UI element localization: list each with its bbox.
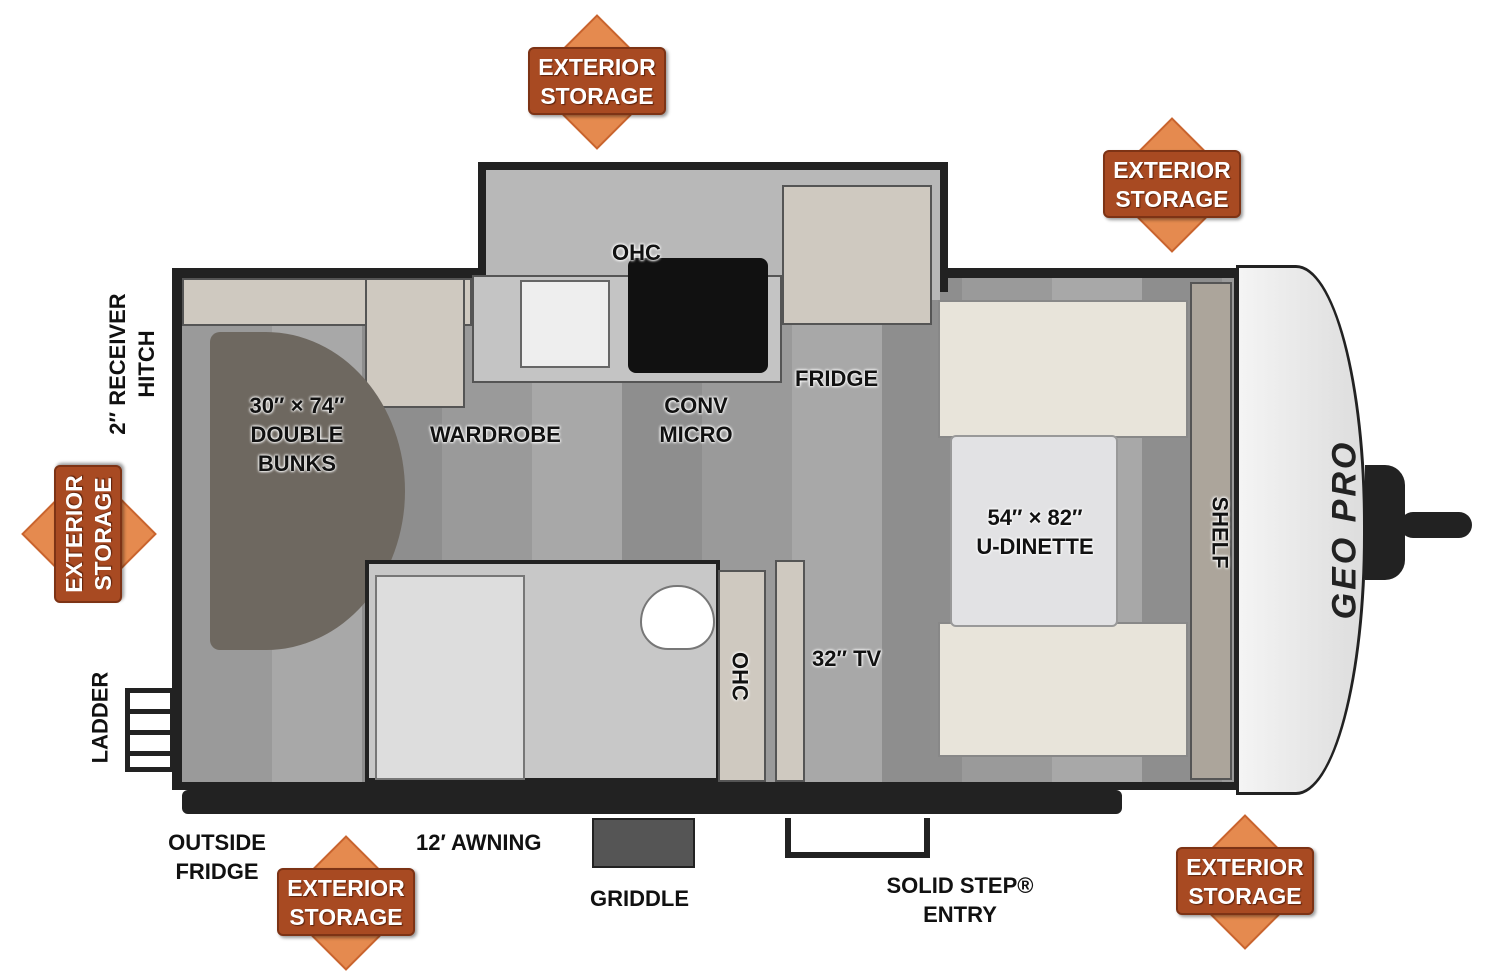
badge-line2: STORAGE bbox=[90, 477, 116, 591]
badge-line1: EXTERIOR bbox=[1186, 854, 1304, 880]
dinette-seat-bottom bbox=[938, 622, 1188, 757]
entry-label: SOLID STEP®ENTRY bbox=[886, 873, 1034, 927]
ohc-kitchen-label: OHC bbox=[612, 240, 661, 265]
badge-line2: STORAGE bbox=[1188, 883, 1302, 909]
badge-line2: STORAGE bbox=[1115, 186, 1229, 212]
shower bbox=[375, 575, 525, 780]
ladder-label: LADDER bbox=[87, 671, 113, 764]
tv-cabinet bbox=[775, 560, 805, 782]
bath-ohc-cabinet bbox=[718, 570, 766, 782]
shelf bbox=[1190, 282, 1232, 780]
front-cap bbox=[1236, 265, 1366, 795]
griddle-label: GRIDDLE bbox=[590, 886, 689, 911]
geo-pro-logo: GEO PRO bbox=[1325, 439, 1364, 620]
wardrobe-cabinet bbox=[365, 278, 465, 408]
fridge-cabinet bbox=[782, 185, 932, 325]
dinette-label: 54″ × 82″U-DINETTE bbox=[976, 505, 1094, 559]
awning-label: 12′ AWNING bbox=[416, 830, 542, 855]
dinette-table bbox=[950, 435, 1118, 627]
awning[interactable] bbox=[182, 790, 1122, 814]
badge-line1: EXTERIOR bbox=[287, 875, 405, 901]
badge-line1: EXTERIOR bbox=[61, 475, 87, 593]
tv-label: 32″ TV bbox=[812, 646, 882, 671]
hitch-jack bbox=[1400, 512, 1472, 538]
sink-icon bbox=[520, 280, 610, 368]
stove-icon bbox=[628, 258, 768, 373]
badge-line2: STORAGE bbox=[289, 904, 403, 930]
hitch bbox=[1365, 465, 1405, 580]
badge-line2: STORAGE bbox=[540, 83, 654, 109]
fridge-label: FRIDGE bbox=[795, 366, 879, 391]
toilet-icon bbox=[640, 585, 715, 650]
wardrobe-label: WARDROBE bbox=[430, 422, 561, 447]
exterior-storage-badge: EXTERIOR STORAGE bbox=[1103, 117, 1241, 253]
badge-line1: EXTERIOR bbox=[538, 54, 656, 80]
ladder bbox=[125, 688, 175, 772]
badge-line1: EXTERIOR bbox=[1113, 157, 1231, 183]
dinette-seat-top bbox=[938, 300, 1188, 438]
exterior-storage-badge: EXTERIOR STORAGE bbox=[528, 14, 666, 150]
griddle bbox=[592, 818, 695, 868]
shelf-label: SHELF bbox=[1207, 496, 1233, 569]
exterior-storage-badge: EXTERIOR STORAGE bbox=[277, 835, 415, 971]
ohc-bath-label: OHC bbox=[727, 652, 753, 701]
exterior-storage-badge: EXTERIOR STORAGE bbox=[1176, 814, 1314, 950]
entry-step bbox=[785, 818, 930, 858]
